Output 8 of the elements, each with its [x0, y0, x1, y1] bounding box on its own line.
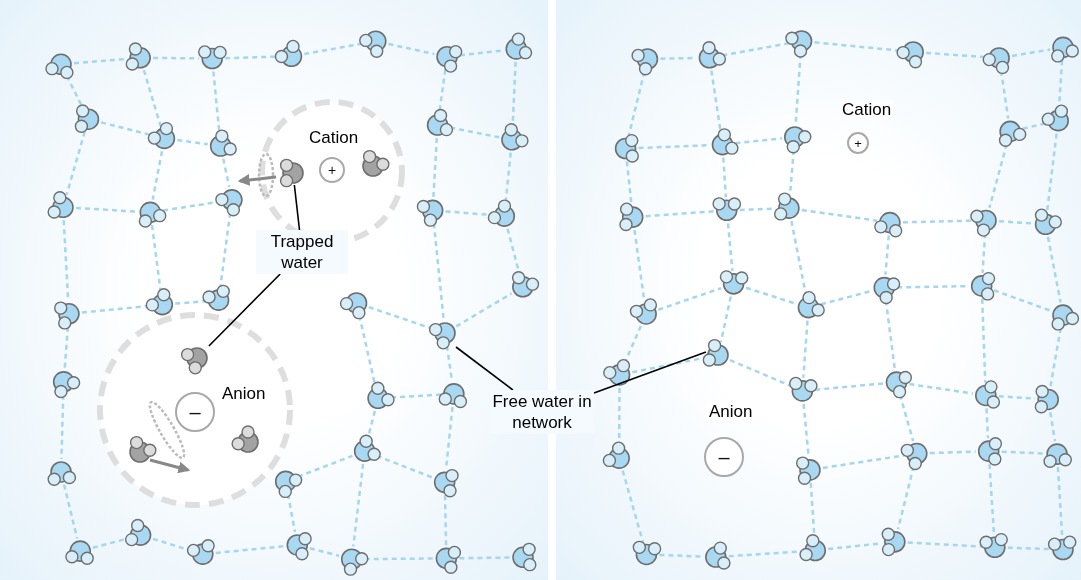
- leader-line: [208, 273, 281, 347]
- leader-line: [293, 184, 301, 231]
- callout-label: Free water in network: [490, 390, 594, 434]
- leader-line: [455, 346, 514, 391]
- ion-label: Cation: [840, 100, 894, 120]
- ion-label: Anion: [707, 402, 755, 422]
- callout-label: Trapped water: [256, 230, 348, 274]
- leader-line: [593, 351, 707, 394]
